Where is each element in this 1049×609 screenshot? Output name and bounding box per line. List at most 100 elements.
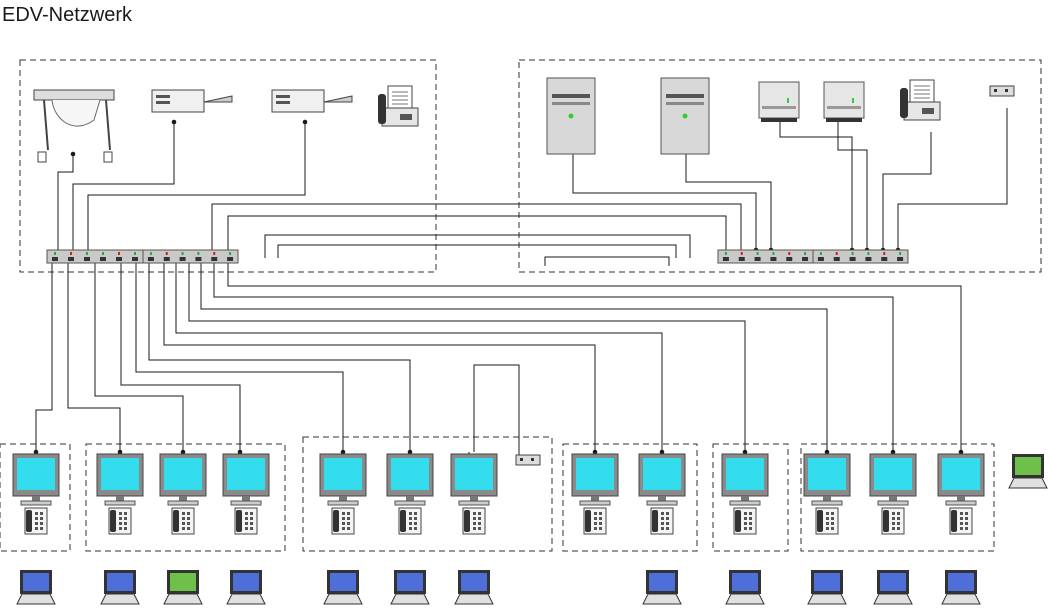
phone-key [124, 522, 127, 525]
storage-unit-icon [758, 81, 800, 122]
phone-key [599, 527, 602, 530]
phone-icon [583, 507, 607, 535]
phone-key [661, 517, 664, 520]
switch-port [147, 257, 154, 261]
phone-key [347, 527, 350, 530]
port-led [756, 252, 759, 255]
phone-key [414, 522, 417, 525]
cable [227, 215, 727, 250]
monitor-neck [470, 496, 478, 501]
port-led [724, 252, 727, 255]
phone-icon [881, 507, 905, 535]
phone-key [826, 512, 829, 515]
port-led [788, 252, 791, 255]
phone-key [124, 527, 127, 530]
phone-icon [949, 507, 973, 535]
monitor-stand [945, 500, 977, 506]
monitor-stand [877, 500, 909, 506]
cable [135, 263, 344, 452]
storage-slot [827, 106, 861, 109]
laptop-screen [814, 573, 840, 591]
phone-key [744, 517, 747, 520]
phone-icon [733, 507, 757, 535]
phone-key [35, 517, 38, 520]
workstation [96, 453, 144, 535]
server-led [682, 113, 688, 119]
switch-port [227, 257, 234, 261]
laptop-screen [880, 573, 906, 591]
switch-left-b [142, 249, 239, 264]
storage-led [852, 98, 854, 103]
phone-key [960, 517, 963, 520]
port-led [772, 252, 775, 255]
cable [264, 234, 691, 258]
diagram-title: EDV-Netzwerk [2, 4, 133, 26]
laptop-base [323, 593, 363, 605]
phone-key [342, 517, 345, 520]
phone-key [473, 527, 476, 530]
phone-icon [398, 507, 422, 535]
printer-icon [271, 89, 353, 113]
phone-key [594, 527, 597, 530]
laptop-screen [948, 573, 974, 591]
phone-icon [24, 507, 48, 535]
monitor-screen [227, 458, 265, 490]
server-tower-icon [546, 77, 596, 155]
monitor-stand [20, 500, 52, 506]
cable-end [659, 449, 665, 455]
cable [87, 122, 306, 250]
fax-paper [909, 79, 935, 105]
phone-key [666, 512, 669, 515]
switch-port [833, 257, 840, 261]
laptop-base [454, 593, 494, 605]
phone-handset [735, 510, 741, 532]
cable-end [958, 449, 964, 455]
monitor-stand [394, 500, 426, 506]
switch-port [802, 257, 809, 261]
phone-key [965, 527, 968, 530]
workstation [721, 453, 769, 535]
switch-body [717, 249, 814, 264]
port-led [181, 252, 184, 255]
port-led [229, 252, 232, 255]
phone-key [831, 522, 834, 525]
plotter-icon [33, 89, 115, 163]
phone-key [414, 512, 417, 515]
phone-key [187, 517, 190, 520]
monitor-screen [391, 458, 429, 490]
laptop-screen [233, 573, 259, 591]
laptop-base [163, 593, 203, 605]
phone-icon [462, 507, 486, 535]
port-led [819, 252, 822, 255]
monitor-screen [164, 458, 202, 490]
cable-end [33, 449, 39, 455]
phone-key [245, 512, 248, 515]
phone-key [473, 512, 476, 515]
cable [67, 263, 121, 452]
monitor-stand [230, 500, 262, 506]
phone-handset [333, 510, 339, 532]
phone-key [831, 527, 834, 530]
port-led [899, 252, 902, 255]
phone-key [347, 522, 350, 525]
workstation [386, 453, 434, 535]
monitor-screen [942, 458, 980, 490]
port-led [102, 252, 104, 255]
phone-handset [464, 510, 470, 532]
phone-handset [585, 510, 591, 532]
laptop-screen [461, 573, 487, 591]
phone-icon [815, 507, 839, 535]
server-group-right [518, 59, 1042, 273]
fax-icon [378, 85, 419, 127]
phone-handset [236, 510, 242, 532]
phone-key [409, 527, 412, 530]
phone-key [892, 527, 895, 530]
cable [837, 122, 868, 250]
phone-icon [234, 507, 258, 535]
switch-port [786, 257, 793, 261]
phone-handset [110, 510, 116, 532]
cable [120, 263, 241, 452]
cables [33, 108, 1008, 461]
monitor-screen [17, 458, 55, 490]
monitor-stand [579, 500, 611, 506]
